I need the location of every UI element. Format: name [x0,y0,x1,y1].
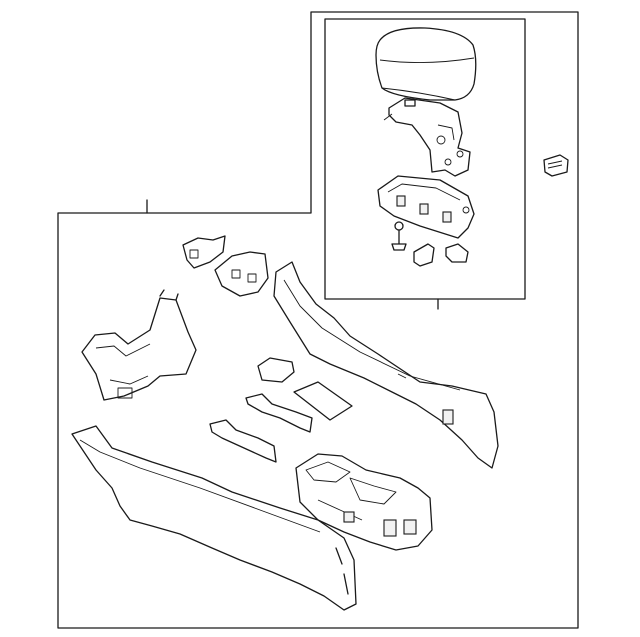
trim-plate-small [257,357,295,383]
armrest-inset-frame [324,18,526,300]
storage-tray [377,175,475,239]
right-side-panel [273,261,499,469]
main-assembly-frame [57,11,579,629]
console-mat [293,381,353,421]
cupholder-base [295,453,433,551]
clip-part [543,154,569,177]
left-side-panel [71,425,357,611]
reinforcement-strip-upper [245,393,313,433]
armrest-pad [375,27,477,101]
bolt [391,221,407,251]
upper-bracket-right [214,251,269,297]
bracket-small-left [413,243,435,267]
reinforcement-strip-lower [209,419,277,463]
upper-bracket-left [182,235,226,269]
bracket-small-right [445,243,469,263]
side-support-bracket [81,289,197,401]
armrest-hinge-bracket [383,97,471,177]
